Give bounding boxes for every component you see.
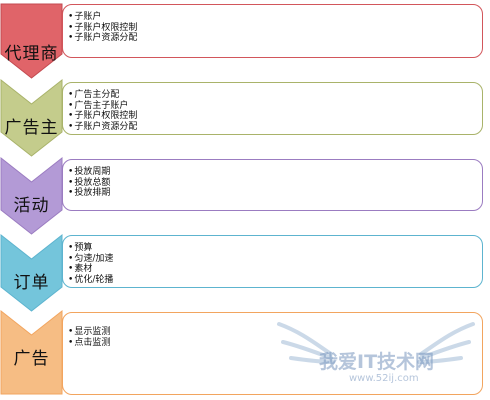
list-item: 预算 (68, 243, 482, 254)
wings-logo-icon (277, 322, 475, 364)
stage-box-4: 预算 匀速/加速 素材 优化/轮播 (62, 235, 483, 288)
stage-label-4: 订单 (13, 273, 50, 293)
watermark-url: www.52ij.com (349, 373, 419, 384)
stage-chevron-4: 订单 (0, 233, 63, 312)
watermark-text: 我爱IT技术网 (319, 351, 435, 373)
list-item: 素材 (68, 264, 482, 275)
list-item: 投放总额 (68, 178, 482, 189)
list-item: 广告主子账户 (68, 101, 482, 112)
stage-chevron-2: 广告主 (0, 78, 63, 157)
list-item: 匀速/加速 (68, 254, 482, 265)
list-item: 子账户 (68, 12, 482, 23)
stage-label-3: 活动 (13, 196, 50, 216)
stage-items-3: 投放周期 投放总额 投放排期 (68, 167, 482, 199)
chevron-polygon-2 (0, 78, 63, 157)
stage-label-1: 代理商 (4, 44, 59, 64)
stage-box-3: 投放周期 投放总额 投放排期 (62, 159, 483, 211)
stage-chevron-1: 代理商 (0, 3, 63, 79)
stage-items-5: 显示监测 点击监测 (68, 327, 482, 348)
chevron-shape-4 (0, 233, 63, 312)
stage-label-5: 广告 (13, 349, 50, 369)
chevron-polygon-4 (0, 233, 63, 312)
list-item: 投放周期 (68, 167, 482, 178)
list-item: 子账户权限控制 (68, 23, 482, 34)
stage-box-5: 显示监测 点击监测 (62, 312, 483, 395)
chevron-shape-3 (0, 156, 63, 235)
stage-box-2: 广告主分配 广告主子账户 子账户权限控制 子账户资源分配 (62, 82, 483, 135)
stage-chevron-5: 广告 (0, 309, 63, 395)
chevron-polygon-1 (0, 3, 63, 79)
list-item: 投放排期 (68, 188, 482, 199)
stage-items-4: 预算 匀速/加速 素材 优化/轮播 (68, 243, 482, 285)
list-item: 广告主分配 (68, 90, 482, 101)
stage-items-1: 子账户 子账户权限控制 子账户资源分配 (68, 12, 482, 44)
list-item: 优化/轮播 (68, 275, 482, 286)
list-item: 点击监测 (68, 338, 482, 349)
stage-items-2: 广告主分配 广告主子账户 子账户权限控制 子账户资源分配 (68, 90, 482, 132)
chevron-polygon-3 (0, 156, 63, 235)
stage-chevron-3: 活动 (0, 156, 63, 235)
list-item: 子账户权限控制 (68, 111, 482, 122)
watermark: 我爱IT技术网 www.52ij.com (271, 314, 486, 394)
list-item: 子账户资源分配 (68, 33, 482, 44)
chevron-shape-2 (0, 78, 63, 157)
chevron-shape-1 (0, 3, 63, 79)
stage-box-1: 子账户 子账户权限控制 子账户资源分配 (62, 4, 483, 58)
list-item: 显示监测 (68, 327, 482, 338)
stage-label-2: 广告主 (4, 118, 59, 138)
list-item: 子账户资源分配 (68, 122, 482, 133)
